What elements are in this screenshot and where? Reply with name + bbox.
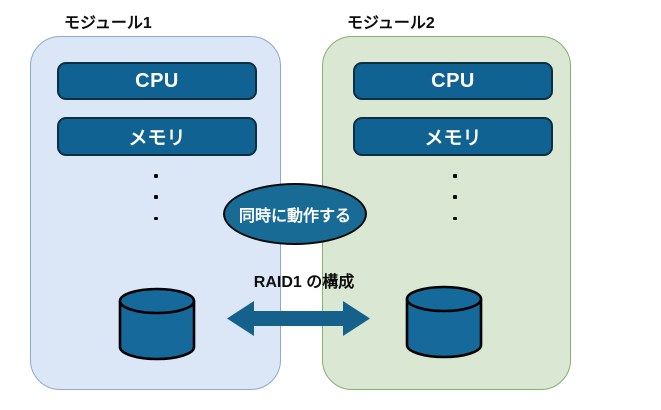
module-1-memory-block: メモリ bbox=[57, 117, 257, 156]
module-2-vertical-ellipsis bbox=[453, 174, 457, 220]
bidirectional-arrow-icon bbox=[227, 301, 370, 336]
module-2-title: モジュール2 bbox=[347, 15, 435, 32]
module-1-title: モジュール1 bbox=[64, 15, 152, 32]
raid1-configuration-label: RAID1 の構成 bbox=[253, 274, 355, 291]
ellipsis-dot bbox=[154, 174, 158, 178]
ellipsis-dot bbox=[154, 216, 158, 220]
ellipsis-dot bbox=[453, 195, 457, 199]
ellipsis-dot bbox=[154, 195, 158, 199]
module-1-disk-icon bbox=[118, 287, 196, 361]
ellipsis-dot bbox=[453, 174, 457, 178]
simultaneous-operation-callout: 同時に動作する bbox=[223, 183, 367, 245]
module-2-memory-block: メモリ bbox=[353, 117, 553, 156]
ellipsis-dot bbox=[453, 216, 457, 220]
module-1-cpu-block: CPU bbox=[57, 62, 257, 100]
module-2-cpu-block: CPU bbox=[353, 62, 553, 100]
module-1-vertical-ellipsis bbox=[154, 174, 158, 220]
module-2-disk-icon bbox=[405, 285, 483, 359]
